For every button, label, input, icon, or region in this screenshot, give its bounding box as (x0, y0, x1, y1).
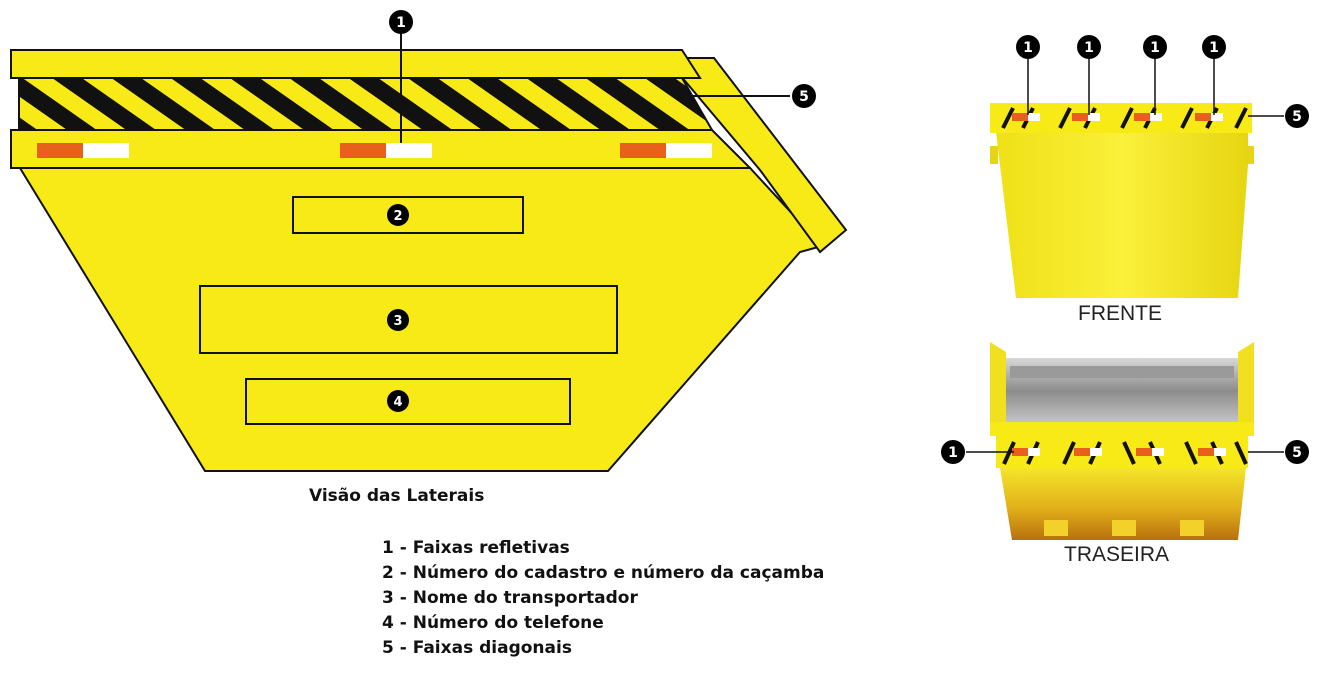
side-top-rail (10, 49, 702, 79)
legend-item: 5 - Faixas diagonais (382, 638, 572, 658)
svg-text:1: 1 (1209, 40, 1219, 56)
front-marker-5: 5 (1285, 104, 1309, 128)
reflective-strip (37, 143, 83, 158)
rear-view-label: TRASEIRA (1064, 543, 1170, 566)
marker-2: 2 (387, 204, 409, 226)
reflective-strip (386, 143, 432, 158)
rear-view: 1 5 (941, 342, 1309, 540)
reflective-strip (666, 143, 712, 158)
front-view: 1 1 1 1 5 (990, 35, 1309, 298)
side-body (18, 167, 824, 472)
marker-3: 3 (387, 309, 409, 331)
front-marker-1: 1 (1143, 35, 1167, 59)
front-body (996, 132, 1248, 298)
rear-upper-band (1010, 366, 1234, 378)
reflective-strip (620, 143, 666, 158)
reflective-strips (37, 143, 712, 158)
svg-text:5: 5 (799, 89, 809, 105)
rear-marker-5: 5 (1285, 440, 1309, 464)
svg-text:2: 2 (393, 209, 402, 224)
rear-right-post (1238, 342, 1254, 428)
front-leader-lines (1027, 58, 1284, 117)
side-view-caption: Visão das Laterais (309, 486, 485, 506)
carrier-name-box (199, 285, 618, 354)
front-marker-1: 1 (1077, 35, 1101, 59)
svg-text:1: 1 (1023, 40, 1033, 56)
svg-text:1: 1 (1150, 40, 1160, 56)
side-view: 1 5 2 3 4 (10, 10, 848, 472)
phone-box (245, 378, 571, 425)
front-side-lug (990, 146, 998, 164)
legend-item: 4 - Número do telefone (382, 613, 604, 633)
svg-text:5: 5 (1292, 445, 1302, 461)
front-side-lug (1246, 146, 1254, 164)
svg-text:3: 3 (393, 314, 402, 329)
front-marker-1: 1 (1016, 35, 1040, 59)
registration-box (292, 196, 524, 234)
reflective-strip (340, 143, 386, 158)
rear-feet (1044, 520, 1204, 536)
legend-item: 2 - Número do cadastro e número da caçam… (382, 563, 825, 583)
svg-text:1: 1 (1084, 40, 1094, 56)
rear-reflective-strips (1012, 448, 1226, 456)
legend-item: 3 - Nome do transportador (382, 588, 638, 608)
svg-text:1: 1 (396, 15, 406, 31)
rear-left-post (990, 342, 1006, 428)
marker-1: 1 (389, 10, 413, 34)
svg-text:4: 4 (393, 395, 402, 410)
reflective-strip (83, 143, 129, 158)
diagonal-stripes (18, 77, 714, 131)
rear-top-rim (990, 422, 1254, 436)
svg-text:1: 1 (948, 445, 958, 461)
marker-5: 5 (792, 84, 816, 108)
marker-4: 4 (387, 390, 409, 412)
front-view-label: FRENTE (1078, 302, 1162, 325)
front-marker-1: 1 (1202, 35, 1226, 59)
svg-text:5: 5 (1292, 109, 1302, 125)
front-reflective-strips (1012, 113, 1223, 121)
legend-item: 1 - Faixas refletivas (382, 538, 570, 558)
rear-marker-1: 1 (941, 440, 965, 464)
legend: 1 - Faixas refletivas 2 - Número do cada… (382, 536, 824, 661)
